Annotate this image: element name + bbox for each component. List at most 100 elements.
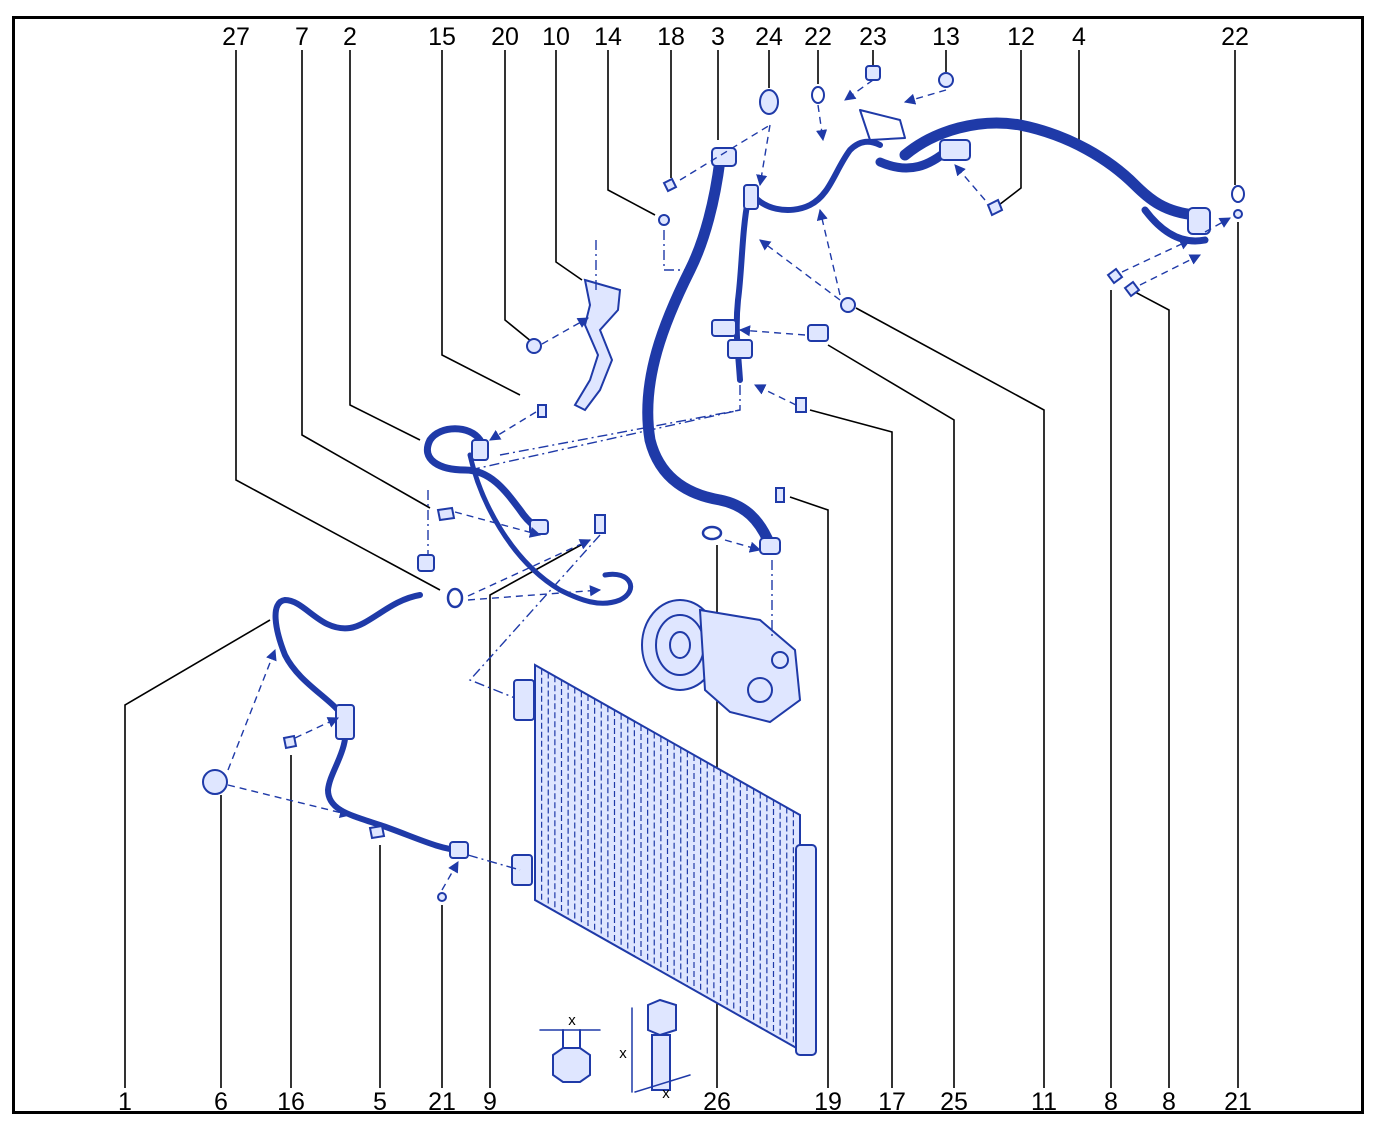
hose-clip-icon	[939, 139, 971, 161]
leader-27	[235, 50, 441, 591]
discharge-hose-3	[642, 124, 781, 555]
top-callouts: 27 7 2 15 20 10 14 18 3 24 22 23 13 12 4…	[222, 23, 1249, 51]
seal-21b-icon	[1233, 209, 1243, 219]
callout-top-20: 20	[491, 23, 519, 51]
o-ring-26b-icon	[701, 525, 723, 541]
liquid-line-1-and-5	[202, 592, 521, 902]
callout-bottom-21: 21	[428, 1088, 456, 1116]
callout-bottom-6: 6	[214, 1088, 228, 1116]
fitting-block-icon	[1187, 207, 1211, 235]
callout-top-10: 10	[542, 23, 570, 51]
valve-24-icon	[743, 184, 759, 210]
bolt-12-icon	[986, 198, 1004, 217]
fitting-7-icon	[529, 519, 549, 535]
bottom-callouts: 1 6 16 5 21 9 26 19 17 25 11 8 8 21	[118, 1088, 1252, 1116]
leader-8b	[1134, 291, 1170, 1088]
compressor	[641, 560, 802, 724]
bolt-18-icon	[662, 177, 678, 193]
fitting-1-icon	[335, 704, 355, 740]
cap-23-icon	[865, 65, 881, 81]
nut-13-icon	[938, 72, 954, 88]
o-ring-22b-icon	[1231, 185, 1245, 203]
leader-25	[827, 344, 955, 1088]
bolt-16-icon	[282, 734, 298, 750]
callout-top-12: 12	[1007, 23, 1035, 51]
callout-top-23: 23	[859, 23, 887, 51]
fitting-3-icon	[711, 147, 737, 167]
o-ring-26-icon	[446, 587, 464, 609]
leader-12	[994, 50, 1022, 209]
callout-top-2: 2	[343, 23, 357, 51]
callout-top-27: 27	[222, 23, 250, 51]
pressure-switch-6-icon	[202, 769, 228, 795]
bolt-7-icon	[436, 506, 456, 522]
sensor-25-icon	[807, 324, 829, 342]
callout-top-18: 18	[657, 23, 685, 51]
condenser	[511, 663, 817, 1056]
bracket-10	[526, 240, 622, 412]
leader-10	[555, 50, 583, 281]
bottom-leader-lines	[124, 222, 1239, 1088]
receiver-drier-icon	[795, 844, 817, 1056]
callout-bottom-17: 17	[878, 1088, 906, 1116]
leader-14	[607, 50, 656, 216]
callout-top-15: 15	[428, 23, 456, 51]
callout-bottom-8b: 8	[1162, 1088, 1176, 1116]
bolt-19-icon	[775, 487, 785, 503]
callout-bottom-25: 25	[940, 1088, 968, 1116]
dimension-label-bolt-length: x	[619, 1045, 627, 1062]
bolt-detail-head-icon	[647, 998, 677, 1037]
callout-bottom-21b: 21	[1224, 1088, 1252, 1116]
callout-top-22b: 22	[1221, 23, 1249, 51]
bolt-15-icon	[537, 404, 547, 418]
fitting-27-icon	[417, 554, 435, 572]
fitting-2-icon	[471, 439, 489, 461]
fitting-3b-icon	[759, 537, 781, 555]
leader-19	[789, 496, 829, 1088]
leader-7	[301, 50, 431, 509]
leader-1	[124, 619, 271, 1088]
callout-top-7: 7	[295, 23, 309, 51]
top-small-parts	[759, 65, 1245, 298]
cap-24-icon	[759, 89, 779, 115]
callout-bottom-11: 11	[1031, 1088, 1057, 1116]
top-leader-lines	[235, 50, 1236, 591]
callout-bottom-16: 16	[277, 1088, 305, 1116]
nut-14-icon	[658, 214, 670, 226]
bolt-8b-icon	[1123, 280, 1141, 298]
leader-9	[489, 539, 591, 1088]
fitting-5-icon	[449, 841, 469, 859]
condenser-bracket-bottom-icon	[511, 854, 533, 886]
nut-detail-icon	[552, 1047, 591, 1083]
leader-11	[855, 307, 1045, 1088]
callout-bottom-8: 8	[1104, 1088, 1118, 1116]
condenser-fins	[534, 665, 801, 1050]
bolt-8-icon	[1106, 267, 1124, 285]
fastener-dimension-detail: x x x	[539, 998, 691, 1102]
nut-20-icon	[526, 338, 542, 354]
dimension-label-nut: x	[568, 1012, 576, 1029]
sensor-socket-icon	[711, 319, 737, 337]
seal-21-icon	[437, 892, 447, 902]
bracket-17-icon	[727, 339, 753, 359]
callout-top-22: 22	[804, 23, 832, 51]
callout-bottom-1: 1	[118, 1088, 132, 1116]
callout-bottom-19: 19	[814, 1088, 842, 1116]
suction-hose-assembly	[859, 109, 1211, 245]
o-ring-22-icon	[811, 86, 825, 104]
callout-bottom-9: 9	[483, 1088, 497, 1116]
condenser-bracket-top-icon	[513, 679, 535, 721]
compressor-body-icon	[698, 608, 802, 724]
bolt-5-icon	[368, 824, 386, 840]
callout-top-24: 24	[755, 23, 783, 51]
dimension-label-bolt-width: x	[662, 1085, 670, 1102]
leader-17	[809, 409, 893, 1088]
leader-20	[504, 50, 533, 343]
callout-bottom-26: 26	[703, 1088, 731, 1116]
nut-11-icon	[840, 297, 856, 313]
bolt-17-icon	[795, 397, 807, 413]
leader-2	[349, 50, 421, 441]
hose-2-and-7	[417, 404, 785, 701]
callout-top-4: 4	[1072, 23, 1086, 51]
